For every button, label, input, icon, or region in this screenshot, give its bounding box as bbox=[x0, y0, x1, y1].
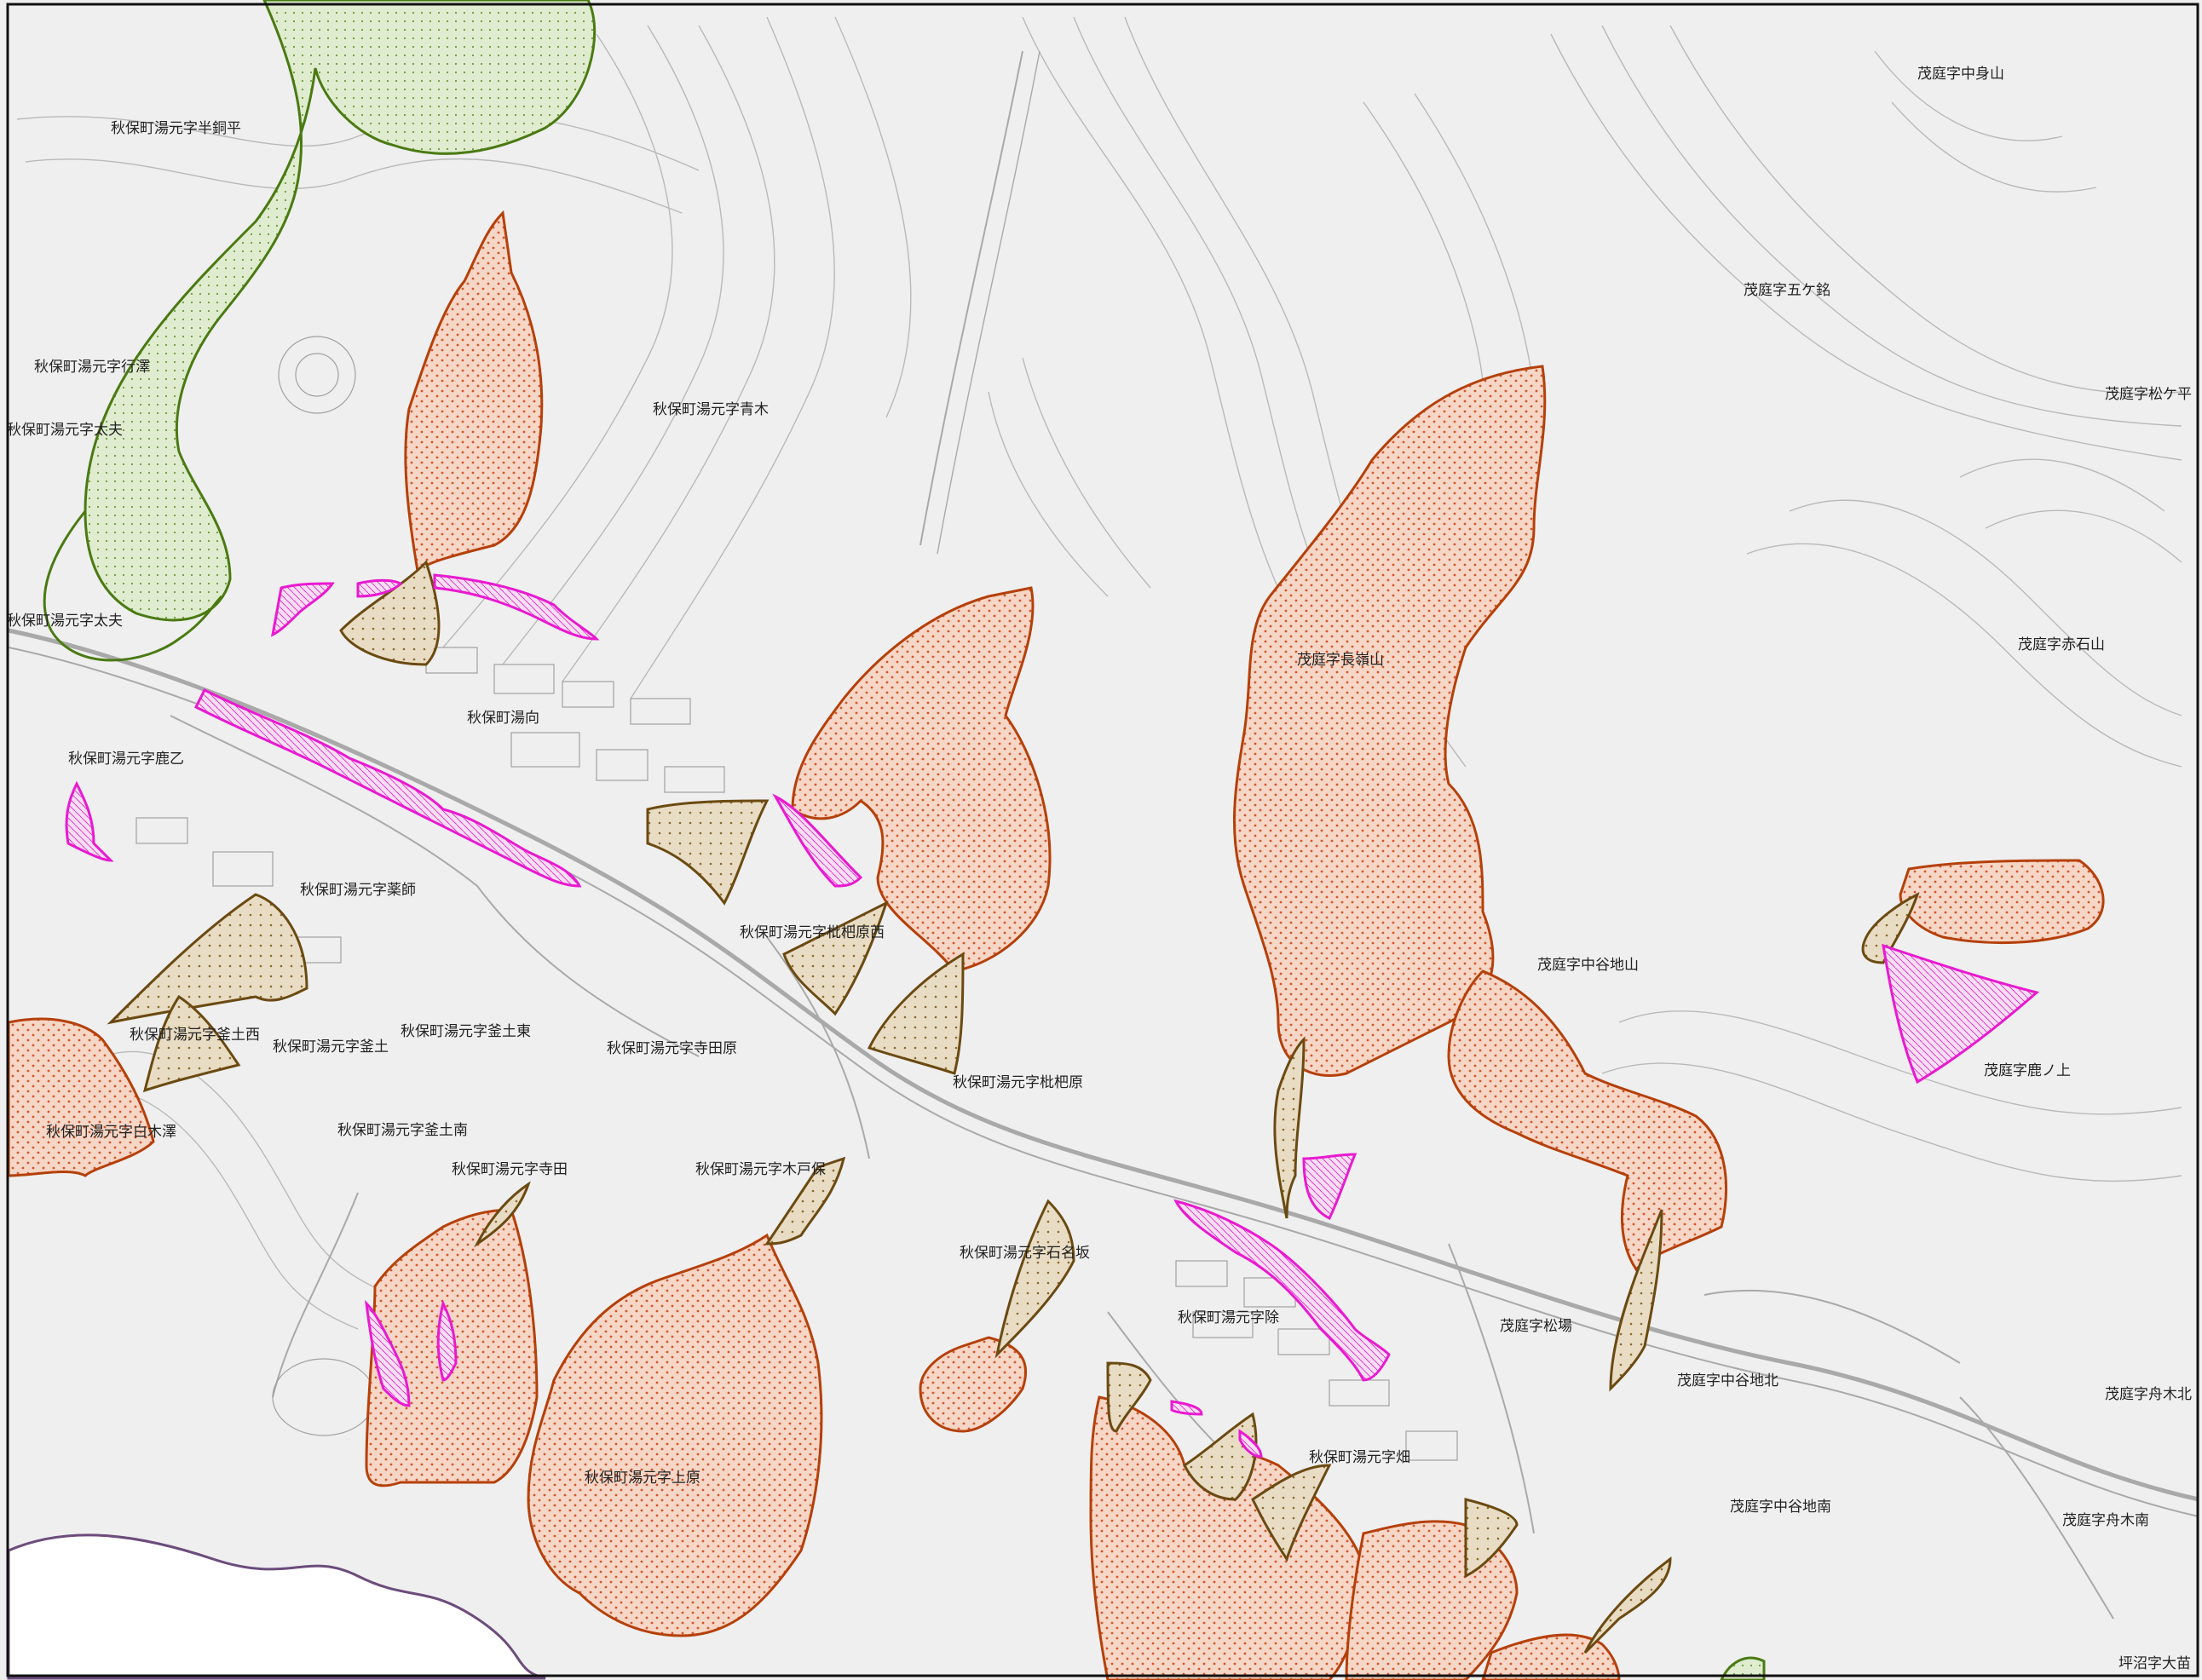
label-gokamei: 茂庭字五ケ銘 bbox=[1744, 282, 1830, 299]
label-tayu-1: 秋保町湯元字太夫 bbox=[7, 422, 123, 439]
magenta-small-2 bbox=[356, 578, 403, 598]
label-biwabaranishi: 秋保町湯元字枇杷原西 bbox=[740, 924, 885, 941]
green-zone-2 bbox=[43, 510, 223, 662]
building-blocks bbox=[135, 336, 1458, 1461]
boundary-area bbox=[7, 1533, 546, 1680]
label-ishinazaka: 秋保町湯元字石名坂 bbox=[960, 1245, 1090, 1262]
label-yakushi: 秋保町湯元字薬師 bbox=[300, 882, 416, 899]
label-nakamiyama: 茂庭字中身山 bbox=[1917, 66, 2004, 83]
label-funagikita: 茂庭字舟木北 bbox=[2105, 1386, 2192, 1403]
label-hatake: 秋保町湯元字畑 bbox=[1309, 1449, 1410, 1466]
label-yumukai: 秋保町湯向 bbox=[467, 710, 539, 727]
magenta-nozoki-small bbox=[1170, 1400, 1203, 1416]
label-shikanoue: 茂庭字鹿ノ上 bbox=[1984, 1062, 2071, 1079]
magenta-nozoki bbox=[1173, 1199, 1391, 1382]
magenta-nagamine bbox=[1302, 1153, 1358, 1221]
magenta-terada-2 bbox=[436, 1299, 458, 1382]
label-kamatsuchinishi: 秋保町湯元字釜土西 bbox=[130, 1027, 260, 1044]
label-akaishiyama: 茂庭字赤石山 bbox=[2018, 636, 2105, 653]
zone-ishinazaka bbox=[919, 1336, 1028, 1433]
label-hanchohira: 秋保町湯元字半銅平 bbox=[111, 120, 241, 137]
magenta-zones bbox=[65, 573, 2040, 1458]
magenta-shikanoue bbox=[1882, 943, 2040, 1085]
caution-hatake-3 bbox=[1464, 1498, 1519, 1579]
zone-nagamineyama bbox=[1232, 365, 1547, 1077]
caution-kidoho bbox=[764, 1156, 846, 1246]
caution-hatake-1 bbox=[1183, 1412, 1258, 1501]
magenta-terada-1 bbox=[364, 1299, 411, 1407]
caution-matsuba bbox=[1609, 1209, 1663, 1392]
zone-bottom-right bbox=[1481, 1633, 1621, 1680]
magenta-small-1 bbox=[270, 582, 335, 637]
magenta-river-west bbox=[193, 688, 582, 888]
label-shikaotsu: 秋保町湯元字鹿乙 bbox=[68, 751, 184, 768]
place-labels: 秋保町湯元字半銅平 秋保町湯元字行澤 秋保町湯元字太夫 秋保町湯元字太夫 秋保町… bbox=[7, 66, 2192, 1672]
label-kamatsuchi: 秋保町湯元字釜土 bbox=[273, 1038, 389, 1056]
label-teradahara: 秋保町湯元字寺田原 bbox=[607, 1040, 737, 1057]
caution-shikanoue bbox=[1861, 892, 1920, 964]
main-road bbox=[8, 628, 2199, 1502]
caution-nagamine bbox=[1273, 1036, 1306, 1219]
magenta-biwabara bbox=[772, 793, 863, 888]
map-frame bbox=[6, 3, 2199, 1677]
caution-funagi bbox=[1583, 1556, 1672, 1654]
caution-ishinazaka bbox=[994, 1199, 1075, 1359]
label-funagiminami: 茂庭字舟木南 bbox=[2062, 1512, 2149, 1529]
zone-kamihara bbox=[527, 1233, 823, 1637]
label-kamatsuchiminami: 秋保町湯元字釜土南 bbox=[337, 1122, 468, 1139]
caution-kamatsuchinishi bbox=[142, 994, 241, 1093]
magenta-hatake-small bbox=[1238, 1429, 1263, 1458]
label-nozoki: 秋保町湯元字除 bbox=[1178, 1309, 1279, 1326]
label-kidoho: 秋保町湯元字木戸保 bbox=[695, 1161, 826, 1178]
zone-shikanoue bbox=[1899, 859, 2105, 945]
label-biwabara: 秋保町湯元字枇杷原 bbox=[953, 1074, 1083, 1091]
label-matsuba: 茂庭字松場 bbox=[1500, 1318, 1572, 1335]
zone-shirakizawa bbox=[7, 1017, 155, 1177]
caution-biwabara bbox=[867, 952, 965, 1075]
caution-terada bbox=[474, 1181, 531, 1248]
label-shirakizawa: 秋保町湯元字白木澤 bbox=[46, 1124, 176, 1141]
caution-kamatsuchi bbox=[107, 893, 308, 1025]
caution-biwabara-west bbox=[646, 799, 770, 906]
label-gyoja: 秋保町湯元字行澤 bbox=[34, 359, 150, 376]
caution-yumukai bbox=[339, 560, 441, 666]
caution-zones bbox=[107, 560, 1920, 1654]
magenta-shikaotsu bbox=[65, 780, 114, 862]
label-nagamineyama: 茂庭字長嶺山 bbox=[1297, 652, 1384, 669]
magenta-yumukai-strip bbox=[433, 573, 600, 641]
green-zone bbox=[84, 0, 597, 622]
label-matsugadaira: 茂庭字松ケ平 bbox=[2105, 386, 2192, 403]
label-tayu-2: 秋保町湯元字太夫 bbox=[7, 613, 123, 630]
zone-biwabara-north bbox=[791, 586, 1052, 973]
label-kamatsuchihigashi: 秋保町湯元字釜土東 bbox=[401, 1023, 531, 1040]
hazard-zones-red bbox=[7, 210, 2105, 1680]
label-tsubonumaoonae: 坪沼字大苗 bbox=[2118, 1655, 2191, 1672]
label-kamihara: 秋保町湯元字上原 bbox=[585, 1470, 700, 1487]
contour-lines bbox=[16, 16, 2182, 1330]
caution-biwabaranishi bbox=[782, 900, 889, 1016]
label-terada: 秋保町湯元字寺田 bbox=[452, 1161, 568, 1178]
caution-hatake-2 bbox=[1251, 1464, 1332, 1562]
label-nakayachiminami: 茂庭字中谷地南 bbox=[1730, 1499, 1831, 1516]
caution-nozoki bbox=[1106, 1361, 1152, 1433]
label-aoki: 秋保町湯元字青木 bbox=[653, 401, 769, 418]
label-nakayachikita: 茂庭字中谷地北 bbox=[1677, 1372, 1778, 1389]
label-nakayachiyama: 茂庭字中谷地山 bbox=[1537, 957, 1639, 974]
